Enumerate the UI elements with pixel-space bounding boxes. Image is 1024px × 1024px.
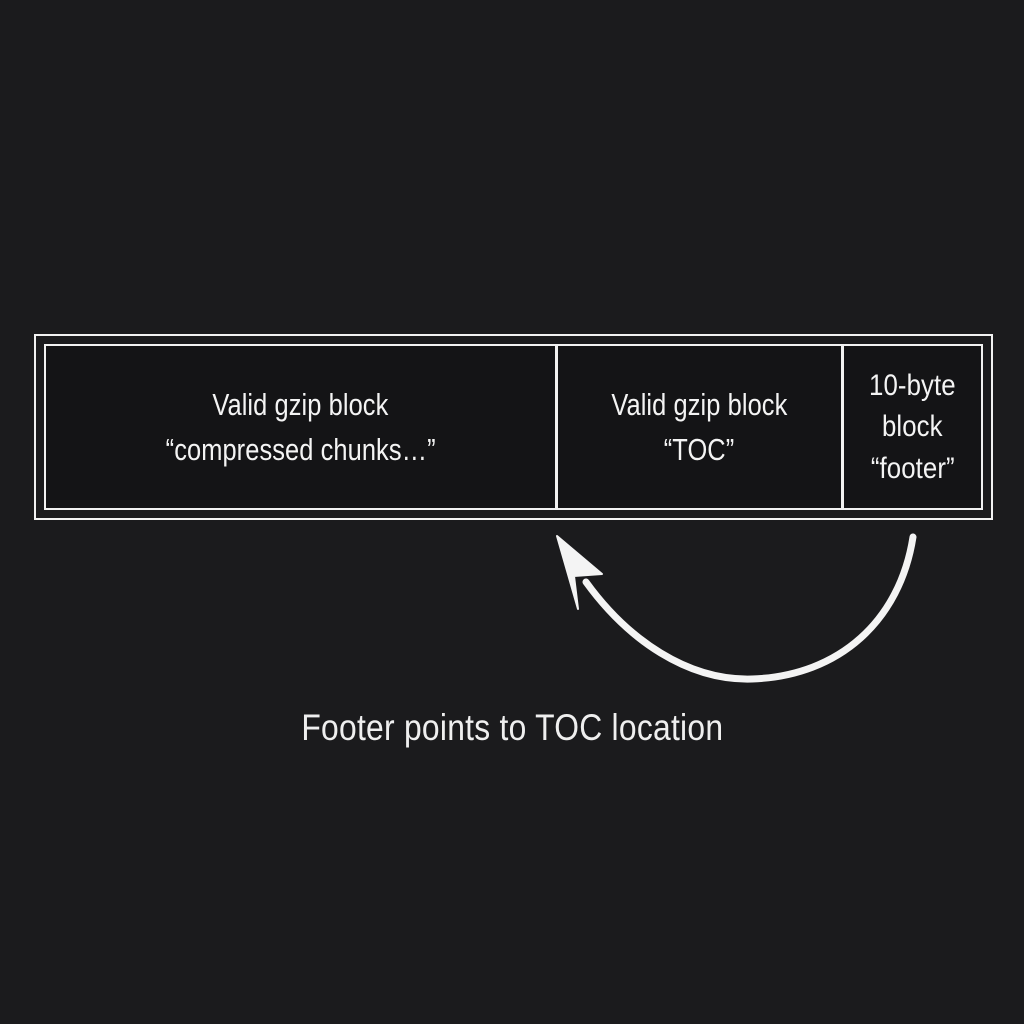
- arrow-caption-text: Footer points to TOC location: [301, 707, 723, 748]
- block-footer-line3: “footer”: [870, 451, 955, 485]
- container-outer-frame: [34, 334, 993, 520]
- arrow-caption: Footer points to TOC location: [0, 707, 1024, 749]
- block-cell-toc: Valid gzip block “TOC”: [555, 346, 841, 508]
- block-footer-line1: 10-byte: [869, 368, 956, 402]
- block-cell-footer: 10-byte block “footer”: [841, 346, 981, 508]
- block-chunks-line2: “compressed chunks…”: [165, 432, 436, 467]
- block-footer-line2: block: [882, 410, 943, 444]
- block-toc-line2: “TOC”: [664, 432, 735, 467]
- block-chunks-line1: Valid gzip block: [212, 386, 389, 422]
- gzip-file-layout-box: Valid gzip block “compressed chunks…” Va…: [44, 344, 983, 510]
- block-cell-compressed-chunks: Valid gzip block “compressed chunks…”: [46, 346, 555, 508]
- block-toc-line1: Valid gzip block: [611, 386, 788, 422]
